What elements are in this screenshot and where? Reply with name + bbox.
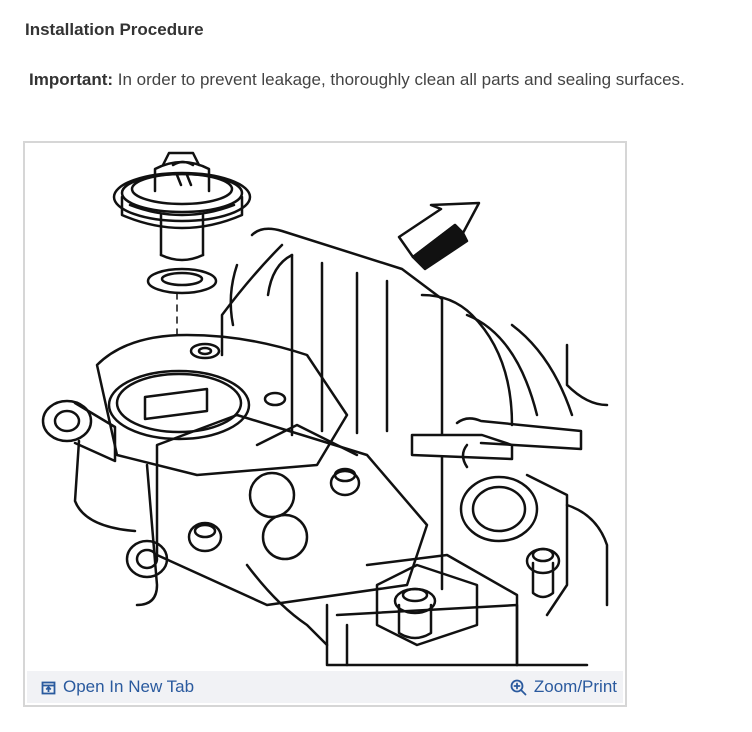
important-note: Important: In order to prevent leakage, … (29, 70, 685, 90)
figure-action-bar: Open In New Tab Zoom/Print (27, 671, 623, 703)
thermostat-housing (95, 333, 349, 477)
important-text: In order to prevent leakage, thoroughly … (113, 70, 685, 89)
important-label: Important: (29, 70, 114, 89)
section-heading: Installation Procedure (25, 20, 204, 39)
thermostat-installation-illustration (41, 151, 609, 667)
engine-block (125, 227, 609, 667)
open-new-tab-icon (41, 681, 56, 694)
zoom-print-link[interactable]: Zoom/Print (510, 677, 617, 697)
open-in-new-tab-link[interactable]: Open In New Tab (41, 677, 194, 697)
open-in-new-tab-label: Open In New Tab (63, 677, 195, 696)
thermostat-part (112, 151, 252, 394)
magnifier-plus-icon (510, 679, 527, 695)
bleeder-fitting (41, 399, 137, 533)
direction-arrow-icon (397, 201, 481, 271)
zoom-print-label: Zoom/Print (533, 677, 617, 696)
figure-container: Open In New Tab Zoom/Print (23, 141, 627, 707)
